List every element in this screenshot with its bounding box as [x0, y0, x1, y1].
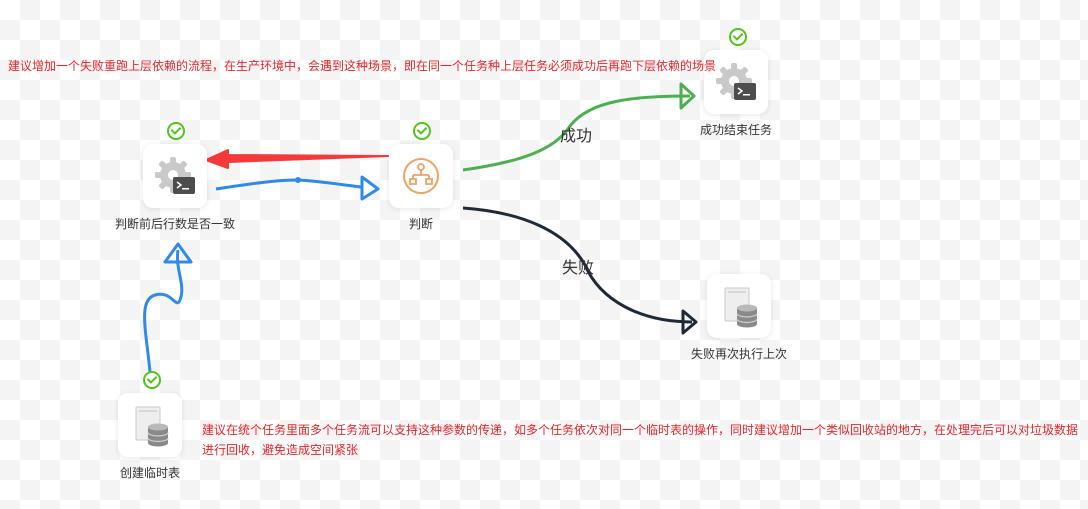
suggested-rerun-arrow — [205, 149, 389, 169]
edge-judge-to-success[interactable] — [462, 94, 691, 172]
database-icon — [135, 406, 169, 447]
condition-icon — [403, 158, 439, 194]
node-judge-label: 判断 — [408, 217, 433, 231]
edge-compare-to-judge-arrow — [360, 175, 380, 201]
edge-fail-label: 失败 — [562, 258, 595, 277]
edge-judge-to-fail-arrow — [681, 309, 698, 335]
judge-status-icon — [413, 122, 431, 140]
edge-create-to-compare[interactable] — [143, 249, 184, 373]
compare-status-icon — [167, 122, 185, 140]
node-success-end[interactable] — [704, 50, 768, 114]
node-fail-rerun-label: 失败再次执行上次 — [690, 347, 787, 361]
edge-compare-to-judge-handle[interactable] — [295, 177, 301, 183]
node-compare[interactable] — [143, 144, 207, 208]
edge-success-label: 成功 — [560, 126, 593, 145]
edge-create-to-compare-arrow — [163, 242, 193, 264]
annotation-bottom: 建议在统个任务里面多个任务流可以支持这种参数的传递，如多个任务依次对同一个临时表… — [202, 423, 1079, 457]
node-fail-rerun[interactable] — [707, 274, 771, 338]
annotation-top: 建议增加一个失败重跑上层依赖的流程，在生产环境中，会遇到这种场景，即在同一个任务… — [8, 59, 717, 73]
node-judge[interactable] — [389, 144, 453, 208]
edge-judge-to-success-arrow — [679, 82, 696, 110]
edge-judge-to-fail[interactable] — [462, 206, 693, 324]
node-create-temp-label: 创建临时表 — [119, 466, 180, 480]
gear-terminal-icon — [155, 157, 195, 194]
gear-terminal-icon — [716, 63, 756, 100]
database-icon — [724, 287, 758, 328]
node-create-temp[interactable] — [118, 393, 182, 457]
node-success-end-label: 成功结束任务 — [699, 123, 772, 137]
node-compare-label: 判断前后行数是否一致 — [114, 217, 235, 231]
success-end-status-icon — [729, 28, 747, 46]
edge-compare-to-judge[interactable] — [215, 178, 371, 191]
create-temp-status-icon — [143, 371, 161, 389]
